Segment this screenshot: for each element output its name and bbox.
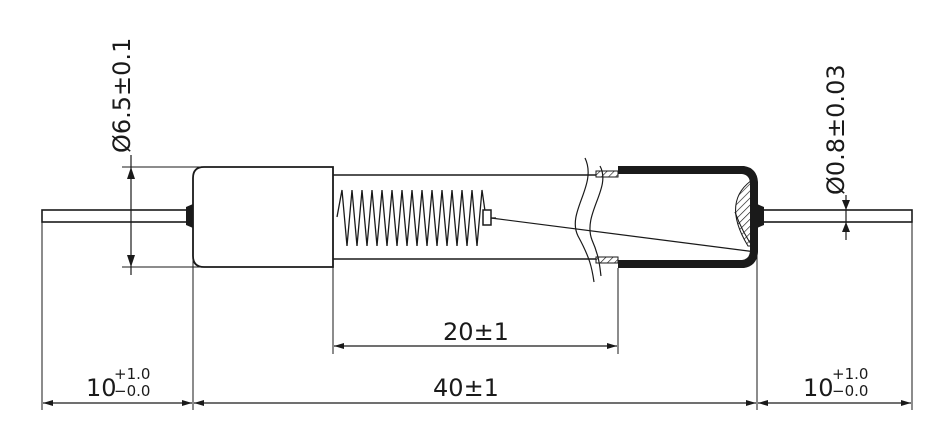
right-lead-nominal: 10 xyxy=(803,374,834,402)
left-lead-lower-tol: −0.0 xyxy=(114,382,150,400)
right-lead-lower-tol: −0.0 xyxy=(832,382,868,400)
body-diameter-label: Ø6.5±0.1 xyxy=(108,38,136,153)
extension-lines xyxy=(41,222,913,410)
left-solder-joint xyxy=(186,204,193,228)
left-end-cap xyxy=(192,166,334,268)
solder-bead xyxy=(482,209,492,226)
left-lead-wire xyxy=(41,204,193,228)
left-lead-length-dimension: 10 +1.0 −0.0 xyxy=(43,365,192,406)
lead-diameter-dimension: Ø0.8±0.03 xyxy=(762,64,856,240)
spring-length-dimension: 20±1 xyxy=(334,318,617,349)
body-length-dimension: 40±1 xyxy=(194,374,756,406)
right-lead-length-dimension: 10 +1.0 −0.0 xyxy=(758,365,911,406)
lead-diameter-label: Ø0.8±0.03 xyxy=(822,64,850,195)
right-lead-upper-tol: +1.0 xyxy=(832,365,868,383)
right-end-cap-section xyxy=(595,166,758,268)
glass-tube xyxy=(333,174,596,260)
left-lead-nominal: 10 xyxy=(86,374,117,402)
spring-coil xyxy=(336,189,487,247)
fuse-element xyxy=(482,209,757,253)
body-diameter-dimension: Ø6.5±0.1 xyxy=(108,38,204,275)
body-length-label: 40±1 xyxy=(433,374,499,402)
right-lead-wire xyxy=(757,204,913,228)
spring-length-label: 20±1 xyxy=(443,318,509,346)
right-solder-joint xyxy=(757,204,764,228)
break-line xyxy=(574,157,595,283)
left-lead-upper-tol: +1.0 xyxy=(114,365,150,383)
